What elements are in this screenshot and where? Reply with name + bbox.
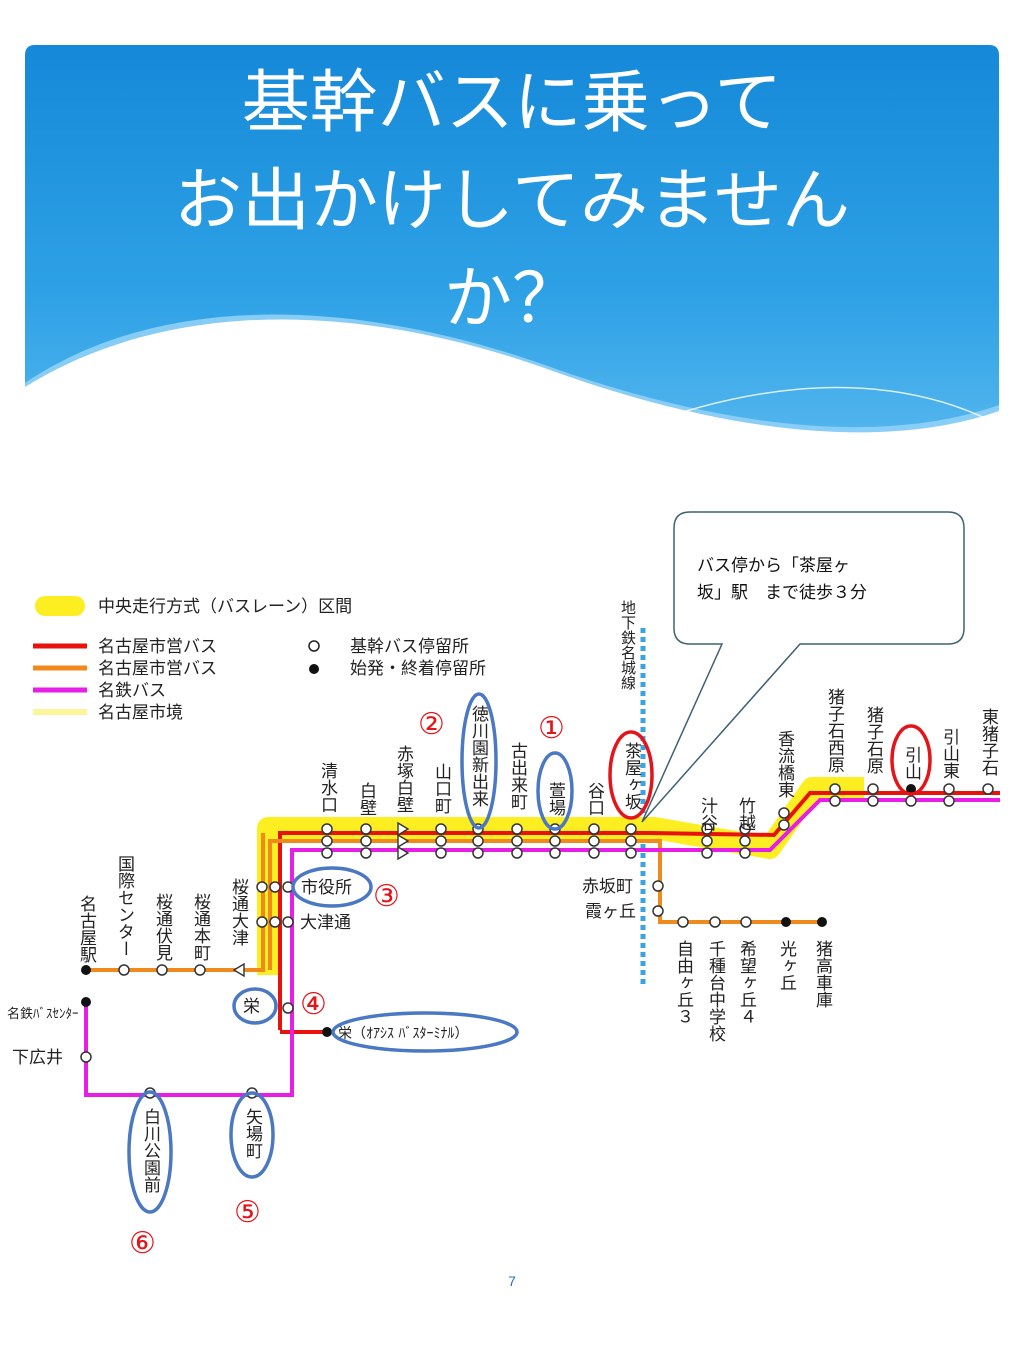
stop-koryubashi-higashi: 香流橋東 — [774, 730, 795, 798]
stop-akatsuka-shirakabe: 赤塚白壁 — [393, 745, 414, 813]
legend-magenta-label: 名鉄バス — [98, 681, 166, 701]
title-banner — [25, 45, 999, 470]
stop-ikadaka: 猪高車庫 — [812, 940, 833, 1008]
stop-inokoishi-nishihara: 猪子石西原 — [824, 688, 845, 773]
marker-4: ④ — [300, 987, 327, 1022]
legend-open-stop-icon — [308, 640, 320, 652]
legend-stop-label: 基幹バス停留所 — [350, 636, 469, 657]
stop-hikarigaoka: 光ヶ丘 — [776, 940, 797, 991]
stop-kasumigaoka: 霞ヶ丘 — [585, 902, 636, 922]
highlight-chayagasaka — [608, 730, 654, 820]
title-line-3: か？ — [443, 260, 580, 339]
stop-shirutani: 汁谷 — [697, 797, 718, 831]
legend-terminal-stop-icon — [309, 664, 319, 674]
marker-1: ① — [538, 711, 565, 746]
title-line-1: 基幹バスに乗って — [241, 64, 783, 143]
legend-terminal-label: 始発・終着停留所 — [350, 659, 486, 679]
callout-line-1: バス停から「茶屋ヶ — [697, 556, 850, 576]
stop-yamaguchicho: 山口町 — [431, 763, 451, 814]
highlight-yabacho — [229, 1091, 275, 1179]
triangle-stops — [232, 821, 410, 978]
marker-6: ⑥ — [129, 1226, 156, 1261]
map-legend: 中央走行方式（バスレーン）区間 名古屋市営バス 名古屋市営バス 名鉄バス 名古屋… — [33, 596, 486, 723]
route-magenta — [84, 798, 1000, 1097]
stop-inokoishihara: 猪子石原 — [863, 706, 884, 774]
legend-boundary-label: 名古屋市境 — [98, 703, 183, 723]
stop-kibougaoka4: 希望ヶ丘４ — [736, 940, 757, 1025]
marker-2: ② — [418, 707, 445, 742]
stop-otsudori: 大津通 — [300, 913, 351, 933]
stop-shimizuguchi: 清水口 — [317, 762, 338, 813]
stop-jiyugaoka3: 自由ヶ丘３ — [673, 940, 694, 1025]
stop-kokusai-center: 国際センター — [114, 855, 134, 957]
stop-higashi-inokoishi: 東猪子石 — [978, 708, 999, 776]
stop-sakuradori-otsu: 桜通大津 — [228, 878, 249, 946]
stop-nagoya-station: 名古屋駅 — [76, 895, 97, 963]
stop-shiyakusho: 市役所 — [301, 878, 352, 898]
stop-takekoshi: 竹越 — [735, 797, 756, 831]
stop-tokugawaen: 徳川園新出来 — [468, 705, 489, 807]
marker-3: ③ — [373, 879, 400, 914]
stop-chayagasaka: 茶屋ヶ坂 — [621, 742, 642, 810]
marker-5: ⑤ — [234, 1195, 261, 1230]
callout-line-2: 坂」駅 まで徒歩３分 — [697, 583, 867, 603]
terminal-stops — [81, 784, 916, 1037]
route-map: 中央走行方式（バスレーン）区間 名古屋市営バス 名古屋市営バス 名鉄バス 名古屋… — [7, 511, 1000, 1261]
stop-oasis: 栄（ｵｱｼｽ ﾊﾞｽﾀｰﾐﾅﾙ） — [338, 1026, 468, 1042]
stop-shirakawa-koen: 白川公園前 — [140, 1108, 161, 1194]
main-line-stops — [80, 783, 994, 1099]
stop-taniguchi: 谷口 — [584, 782, 605, 816]
highlight-shiyakusho — [291, 866, 373, 908]
stop-hikiyama-higashi: 引山東 — [939, 728, 960, 779]
legend-red-label: 名古屋市営バス — [98, 637, 217, 657]
stop-shirakabe: 白壁 — [356, 782, 377, 816]
slide-title: 基幹バスに乗って お出かけしてみません か？ — [25, 55, 999, 349]
stop-chikusadai: 千種台中学校 — [705, 940, 726, 1042]
highlight-shirakawa-koen — [127, 1090, 173, 1214]
highlight-tokugawaen — [460, 692, 498, 830]
page-number: 7 — [508, 1273, 516, 1289]
subway-label: 地下鉄名城線 — [619, 600, 637, 690]
stop-shimohiroi: 下広井 — [12, 1048, 63, 1068]
highlight-sakae — [232, 987, 278, 1025]
stop-hikiyama: 引山 — [901, 746, 921, 780]
route-red — [278, 791, 1000, 1030]
legend-orange-label: 名古屋市営バス — [98, 659, 217, 679]
stop-sakuradori-honmachi: 桜通本町 — [190, 893, 211, 961]
stop-sakuradori-fushimi: 桜通伏見 — [152, 893, 173, 961]
highlight-hikiyama — [890, 724, 932, 796]
title-line-2: お出かけしてみません — [174, 162, 850, 241]
legend-bus-lane-label: 中央走行方式（バスレーン）区間 — [98, 597, 352, 617]
stop-furudekimachi: 古出来町 — [507, 742, 528, 810]
callout-bubble — [641, 511, 965, 823]
stop-meitetsu-bc: 名鉄ﾊﾞｽｾﾝﾀｰ — [7, 1006, 79, 1022]
stop-yabacho: 矢場町 — [242, 1108, 263, 1159]
highlight-kayaba — [536, 751, 574, 831]
stop-kayaba: 萱場 — [545, 782, 566, 817]
stop-sakae: 栄 — [243, 997, 260, 1017]
route-orange-west — [86, 833, 265, 972]
highlight-oasis — [331, 1011, 519, 1053]
stop-akasakacho: 赤坂町 — [582, 877, 633, 897]
